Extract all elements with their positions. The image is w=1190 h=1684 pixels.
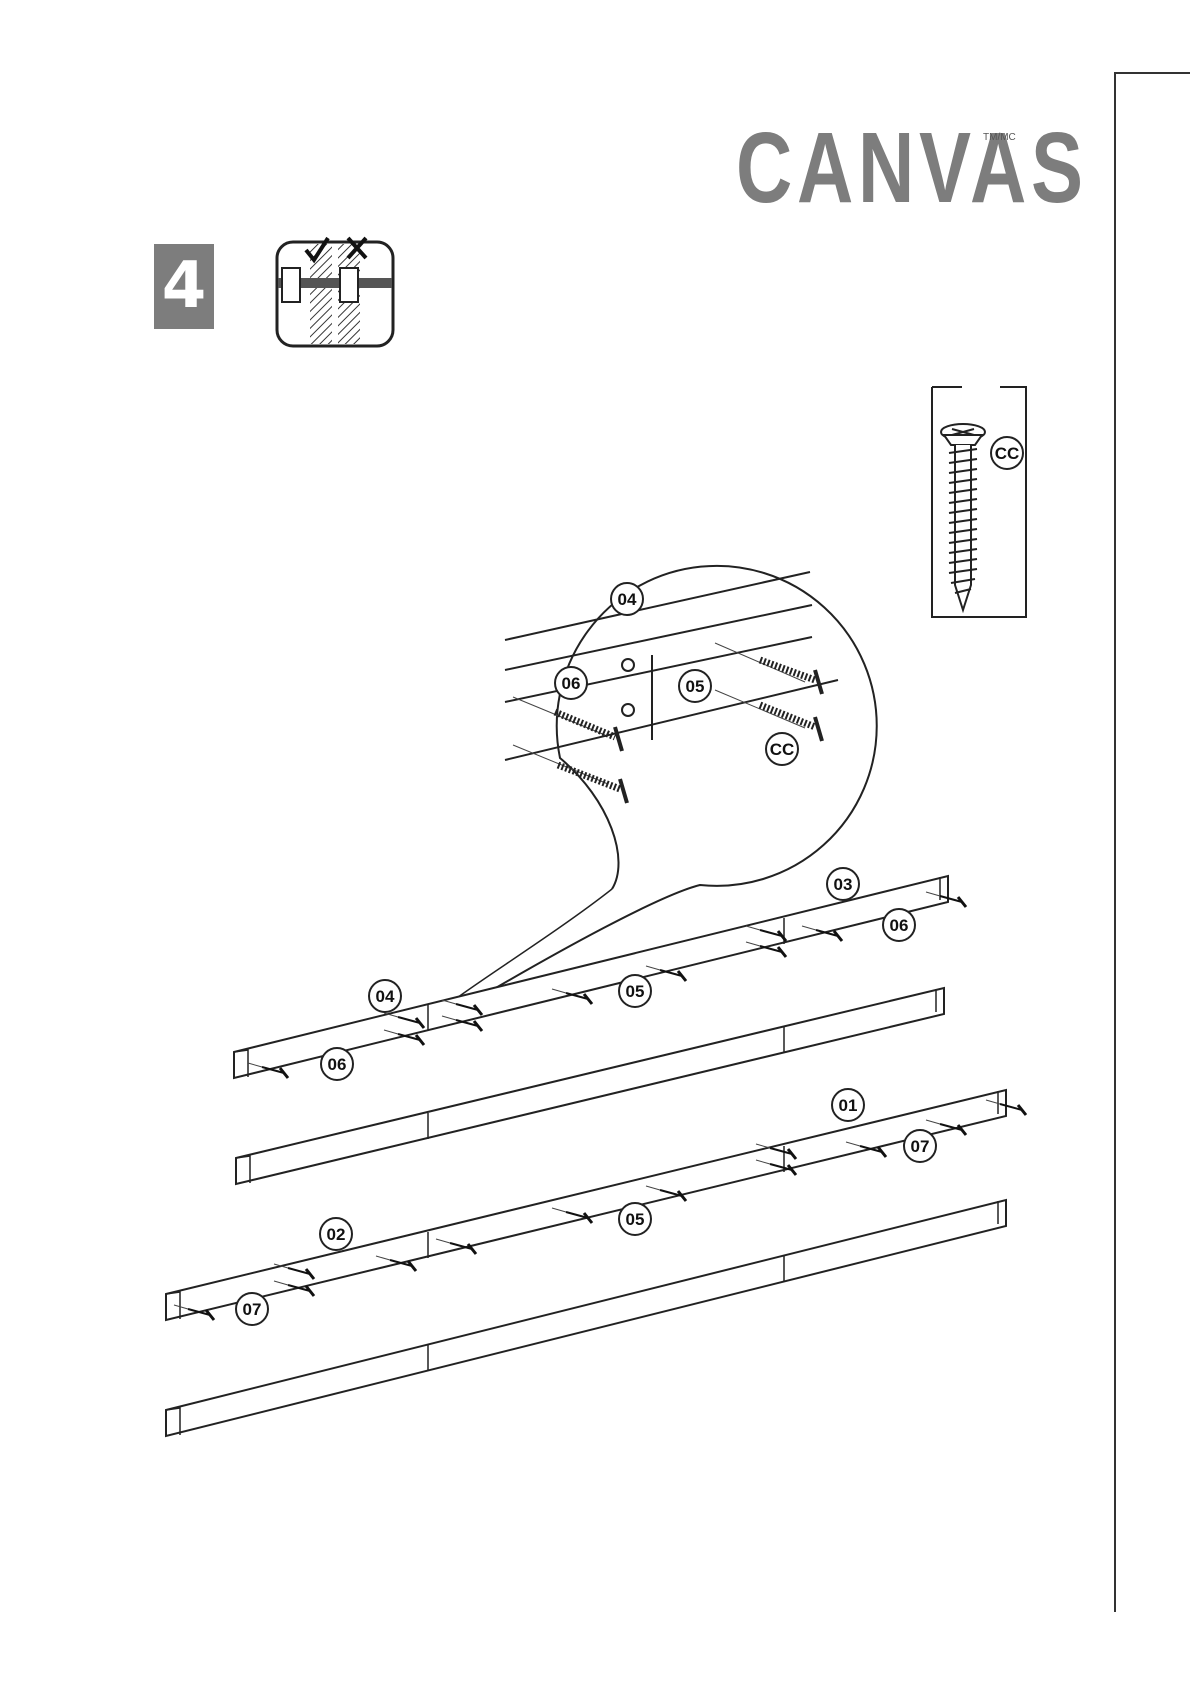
part-label-02: 02 <box>327 1225 346 1244</box>
part-label-04: 04 <box>376 987 395 1006</box>
part-label-05: 05 <box>626 1210 645 1229</box>
part-label-06: 06 <box>328 1055 347 1074</box>
part-label-05: 05 <box>626 982 645 1001</box>
part-label-04: 04 <box>618 590 637 609</box>
detail-magnifier <box>450 566 877 1003</box>
part-label-07: 07 <box>911 1137 930 1156</box>
part-label-07: 07 <box>243 1300 262 1319</box>
part-label-06: 06 <box>890 916 909 935</box>
part-label-01: 01 <box>839 1096 858 1115</box>
part-label-05: 05 <box>686 677 705 696</box>
part-label-03: 03 <box>834 875 853 894</box>
part-label-cc: CC <box>770 740 795 759</box>
beam-lower-back <box>166 1200 1006 1436</box>
part-label-06: 06 <box>562 674 581 693</box>
